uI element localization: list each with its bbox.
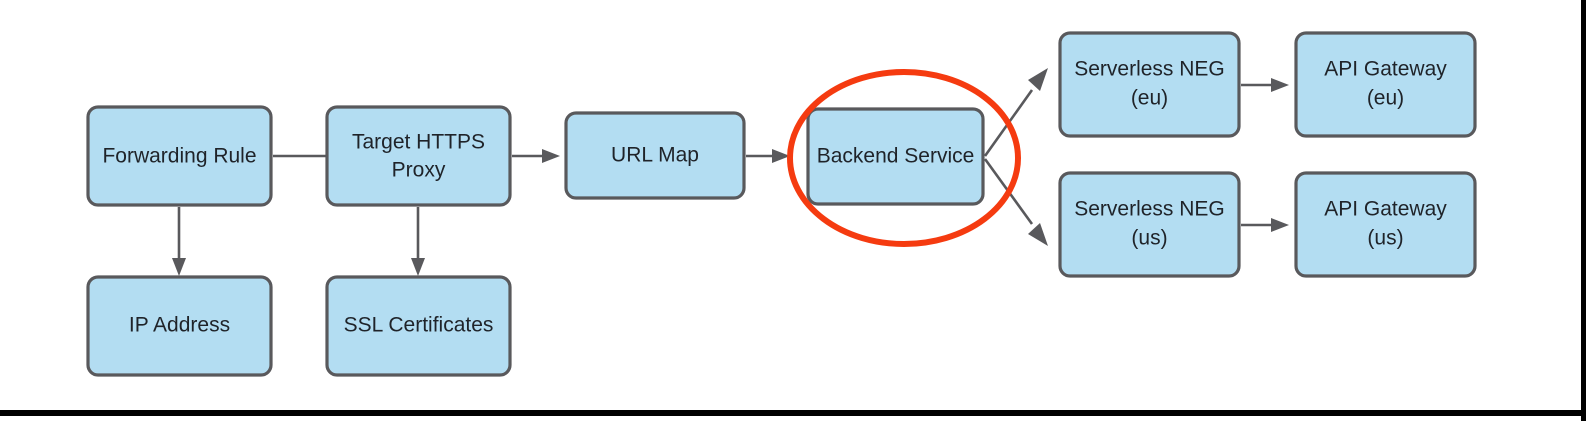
edge-target-https-proxy-to-ssl-certificates [411,207,425,276]
node-serverless-neg-us-label-line2: (us) [1131,227,1167,250]
node-ip-address-label: IP Address [129,314,230,337]
node-api-gateway-us-label-line1: API Gateway [1324,198,1447,221]
node-backend-service[interactable]: Backend Service [806,107,985,206]
frame-right-bar [1581,0,1586,421]
node-serverless-neg-eu-label-line2: (eu) [1131,87,1168,110]
node-api-gateway-us[interactable]: API Gateway (us) [1294,171,1477,278]
node-api-gateway-eu-box[interactable] [1294,31,1477,138]
node-api-gateway-eu-label-line1: API Gateway [1324,58,1447,81]
node-forwarding-rule-label: Forwarding Rule [102,145,256,168]
node-backend-service-box[interactable] [806,107,985,206]
node-ssl-certificates[interactable]: SSL Certificates [325,275,512,377]
node-serverless-neg-us-label-line1: Serverless NEG [1074,198,1225,221]
node-ip-address[interactable]: IP Address [86,275,273,377]
node-api-gateway-us-box[interactable] [1294,171,1477,278]
node-target-https-proxy-box[interactable] [325,105,512,207]
edge-target-https-proxy-to-url-map [512,149,560,163]
node-url-map-box[interactable] [564,111,746,200]
node-target-https-proxy[interactable]: Target HTTPS Proxy [325,105,512,207]
node-api-gateway-eu-label-line2: (eu) [1367,87,1404,110]
node-serverless-neg-eu-box[interactable] [1058,31,1241,138]
node-serverless-neg-eu[interactable]: Serverless NEG (eu) [1058,31,1241,138]
frame-bottom-bar [0,410,1586,416]
edge-layer [172,68,1289,276]
node-serverless-neg-eu-label-line1: Serverless NEG [1074,58,1225,81]
node-api-gateway-us-label-line2: (us) [1367,227,1403,250]
edge-forwarding-rule-to-ip-address [172,207,186,276]
node-target-https-proxy-label-line1: Target HTTPS [352,131,485,154]
node-url-map[interactable]: URL Map [564,111,746,200]
node-backend-service-label: Backend Service [817,145,975,168]
node-serverless-neg-us-box[interactable] [1058,171,1241,278]
edge-serverless-neg-eu-to-api-gateway-eu [1241,78,1289,92]
node-forwarding-rule-box[interactable] [86,105,273,207]
highlight-annotation-layer [787,69,1021,247]
node-ssl-certificates-label: SSL Certificates [344,314,494,337]
backend-service-highlight-ellipse-icon [787,69,1021,247]
node-ip-address-box[interactable] [86,275,273,377]
node-serverless-neg-us[interactable]: Serverless NEG (us) [1058,171,1241,278]
node-url-map-label: URL Map [611,144,699,167]
node-layer: Forwarding Rule Target HTTPS Proxy URL M… [86,31,1477,377]
edge-serverless-neg-us-to-api-gateway-us [1241,218,1289,232]
node-ssl-certificates-box[interactable] [325,275,512,377]
node-forwarding-rule[interactable]: Forwarding Rule [86,105,273,207]
edge-url-map-to-backend-service [746,149,790,163]
node-target-https-proxy-label-line2: Proxy [392,159,446,182]
node-api-gateway-eu[interactable]: API Gateway (eu) [1294,31,1477,138]
